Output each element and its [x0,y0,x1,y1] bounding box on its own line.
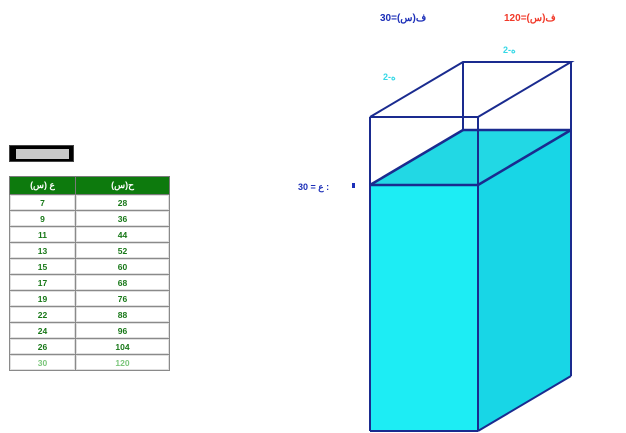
container-top-edge [370,62,571,117]
height-marker [352,183,355,188]
liquid-front-face [370,185,478,431]
